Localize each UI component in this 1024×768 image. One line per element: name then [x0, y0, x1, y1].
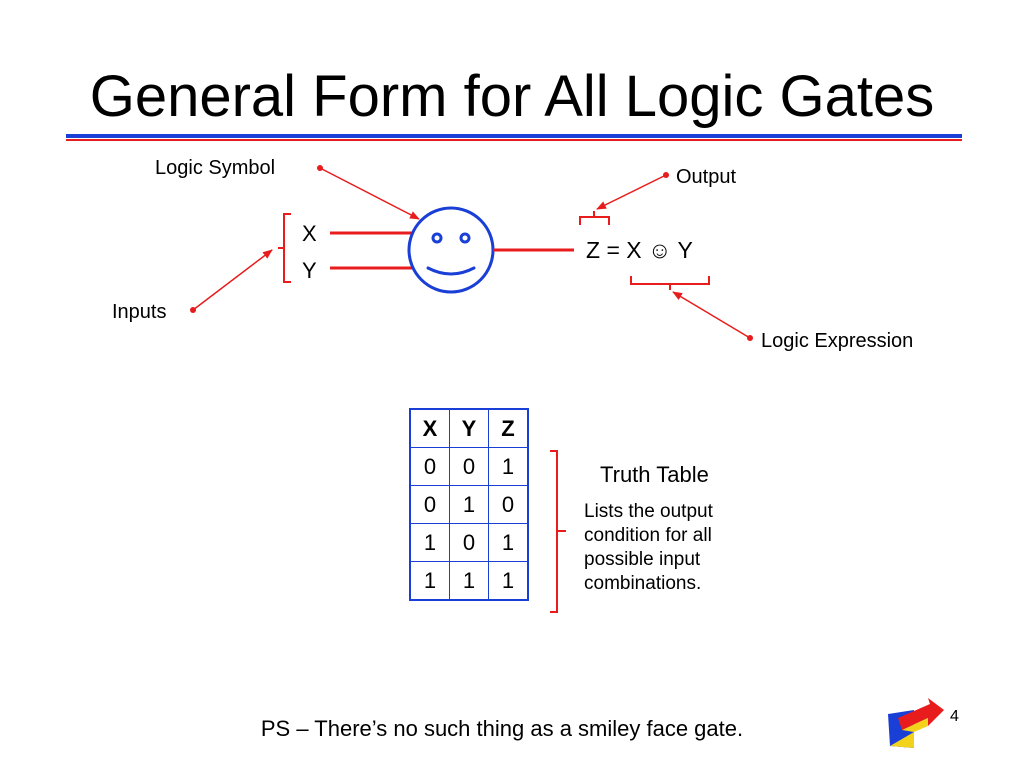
logic-expression-arrow	[672, 291, 751, 339]
truth-table-header: Z	[488, 408, 529, 448]
input-x-label: X	[302, 221, 317, 246]
output-bracket	[579, 211, 610, 225]
inputs-bracket	[278, 213, 291, 283]
table-row: 0 0 1	[409, 447, 529, 486]
table-cell: 1	[449, 485, 489, 524]
table-row: 1 1 1	[409, 561, 529, 601]
input-y-label: Y	[302, 258, 317, 283]
title-rule-blue	[66, 134, 962, 138]
output-bullet	[663, 172, 669, 178]
smiley-face-icon	[407, 206, 495, 294]
table-cell: 1	[409, 523, 450, 562]
table-cell: 0	[449, 523, 489, 562]
inputs-bullet	[190, 307, 196, 313]
table-cell: 1	[449, 561, 489, 601]
table-cell: 0	[449, 447, 489, 486]
footnote: PS – There’s no such thing as a smiley f…	[260, 716, 744, 741]
logic-symbol-label: Logic Symbol	[155, 157, 275, 179]
truth-table-header: X	[409, 408, 450, 448]
truth-table-header-row: X Y Z	[409, 408, 529, 448]
title-rule-red	[66, 139, 962, 141]
table-cell: 1	[488, 447, 529, 486]
arrow-logo-icon	[888, 698, 944, 748]
table-cell: 0	[409, 447, 450, 486]
logic-expression: Z = X ☺ Y	[586, 237, 693, 263]
table-cell: 0	[409, 485, 450, 524]
truth-table-bracket	[550, 450, 566, 613]
table-cell: 1	[488, 561, 529, 601]
truth-table-header: Y	[449, 408, 489, 448]
truth-table-description: Lists the output condition for all possi…	[584, 501, 713, 594]
output-arrow	[596, 174, 667, 210]
logic-symbol-bullet	[317, 165, 323, 171]
inputs-label: Inputs	[112, 301, 166, 323]
logic-expression-bullet	[747, 335, 753, 341]
page-number: 4	[950, 708, 959, 725]
output-label: Output	[676, 166, 736, 188]
table-cell: 1	[488, 523, 529, 562]
inputs-arrow	[192, 249, 273, 311]
logic-symbol-arrow	[319, 167, 420, 220]
logic-expression-label: Logic Expression	[761, 330, 913, 352]
page-title: General Form for All Logic Gates	[89, 64, 935, 129]
table-cell: 1	[409, 561, 450, 601]
table-cell: 0	[488, 485, 529, 524]
truth-table-title: Truth Table	[600, 462, 709, 487]
table-row: 0 1 0	[409, 485, 529, 524]
table-row: 1 0 1	[409, 523, 529, 562]
expression-bracket	[630, 276, 710, 290]
truth-table: X Y Z 0 0 1 0 1 0 1 0 1 1 1 1	[409, 408, 529, 601]
